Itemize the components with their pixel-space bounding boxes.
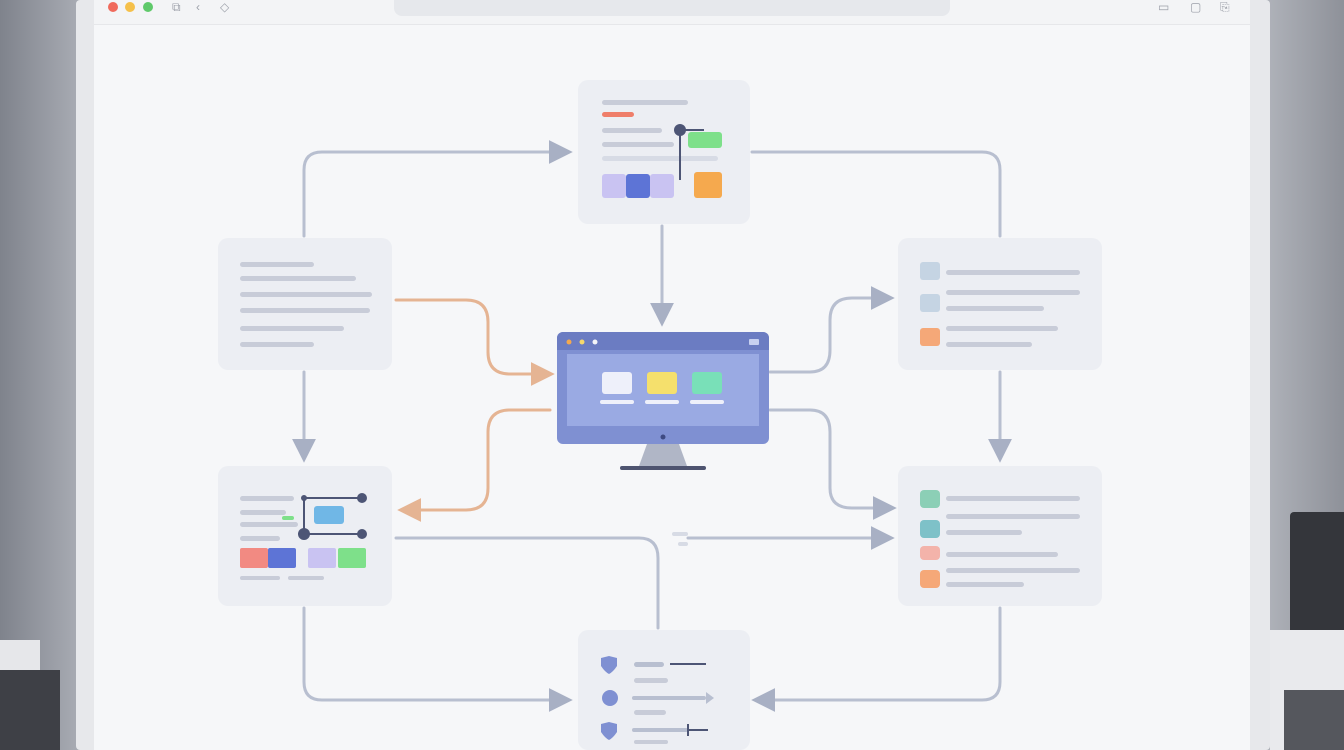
icon-list-card-bottom-right	[898, 466, 1102, 606]
background-wall-left	[0, 0, 80, 750]
background-chair-left	[0, 670, 60, 750]
minimize-button[interactable]	[125, 2, 135, 12]
connector-textcard-to-monitor	[394, 298, 555, 386]
tag-icon[interactable]: ◇	[220, 0, 230, 14]
connector-flow-down-to-bottom	[302, 606, 573, 712]
connector-monitor-to-bottomright	[768, 408, 897, 520]
close-button[interactable]	[108, 2, 118, 12]
shield-list-card-bottom	[578, 630, 750, 750]
maximize-button[interactable]	[143, 2, 153, 12]
tabs-icon[interactable]: ▭	[1158, 0, 1170, 14]
connector-monitor-to-right	[768, 286, 895, 374]
dashboard-card-top	[578, 80, 750, 224]
connector-textcard-to-top	[302, 140, 573, 238]
background-desk-left	[0, 640, 40, 670]
background-monitor	[1290, 512, 1344, 637]
connector-bottomright-to-bottom	[751, 606, 1002, 712]
connector-monitor-to-flow	[397, 408, 552, 522]
connector-flow-to-bottom	[394, 536, 660, 630]
background-chair-right	[1284, 690, 1344, 750]
sidebar-icon[interactable]: ⧉	[172, 0, 181, 14]
address-bar[interactable]	[394, 0, 950, 16]
icon-list-card-top-right	[898, 238, 1102, 370]
connector-top-to-right	[750, 150, 1002, 238]
window-icon[interactable]: ▢	[1190, 0, 1202, 14]
back-icon[interactable]: ‹	[196, 0, 200, 14]
text-card-left	[218, 238, 392, 370]
share-icon[interactable]: ⎘	[1220, 0, 1230, 14]
browser-window: ⧉ ‹ ◇ ▭ ▢ ⎘	[94, 0, 1250, 750]
flow-card-left	[218, 466, 392, 606]
workflow-diagram	[218, 80, 1102, 750]
central-monitor	[557, 332, 769, 470]
browser-titlebar: ⧉ ‹ ◇ ▭ ▢ ⎘	[94, 0, 1250, 25]
mid-connector-node	[672, 532, 688, 546]
